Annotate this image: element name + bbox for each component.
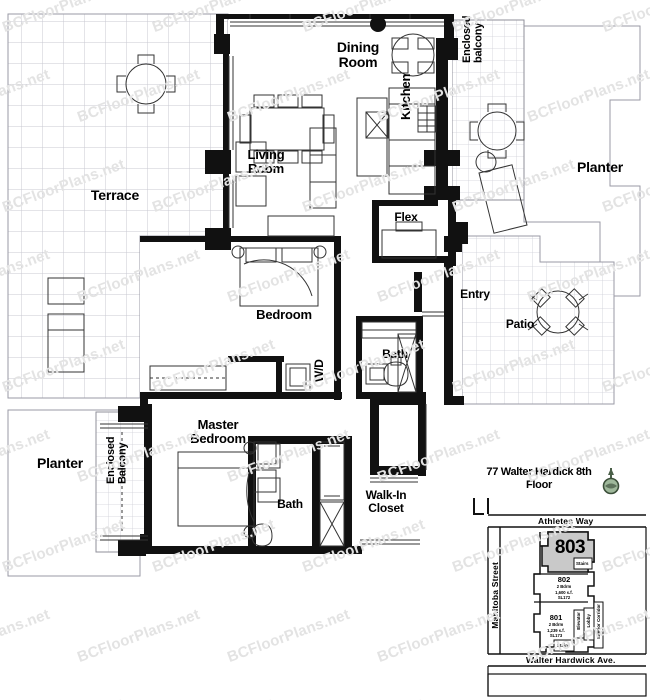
room-label-bath: Bath	[382, 347, 408, 361]
elevator-label: Elevator	[576, 612, 581, 630]
interior-floor	[140, 14, 462, 552]
key-map-vector	[473, 498, 647, 697]
room-label-bedroom: Bedroom	[256, 307, 312, 322]
key-map-title: 77 Walter Hardick 8th Floor	[486, 466, 592, 491]
room-label-kitchen: Kitchen	[398, 74, 413, 120]
stairs-upper-label: Stairs	[576, 561, 589, 566]
enclosed-balcony-left-area	[95, 411, 153, 553]
walls	[118, 14, 468, 556]
unit-strata-801: SL173	[549, 632, 563, 638]
unit-label-802: 802	[557, 575, 571, 584]
room-label-bath-master: Bath	[277, 497, 303, 511]
street-label-bottom: Walter Hardwick Ave.	[526, 655, 616, 665]
unit-area-802: 1,600 s.f.	[555, 589, 573, 595]
unit-strata-802: SL172	[557, 594, 571, 600]
lobby-label: Lobby	[586, 614, 591, 628]
room-label-dining-room: Dining Room	[336, 39, 380, 70]
room-label-walk-in-closet: Walk-In Closet	[365, 488, 407, 515]
room-label-flex: Flex	[394, 210, 418, 224]
room-label-patio: Patio	[505, 317, 535, 331]
room-label-enclosed-balcony: Enclosed balcony	[461, 15, 485, 63]
room-label-master-bedroom: Master Bedroom	[190, 417, 246, 446]
stairs-lower-label: Stairs	[557, 643, 570, 648]
room-label-living-room: Living Room	[247, 147, 285, 176]
room-label-planter-right: Planter	[576, 159, 624, 175]
room-label-enclosed-balcony-left: Enclosed Balcony	[105, 436, 129, 484]
room-label-planter-left: Planter	[36, 455, 84, 471]
unit-label-803: 803	[554, 537, 586, 558]
unit-area-801: 1,239 s.f.	[547, 627, 565, 633]
ceiling-fixture-dot	[370, 16, 386, 32]
unit-beds-802: 2 Bdrm	[556, 584, 572, 590]
corridor-label: Interior Corridor	[596, 604, 601, 639]
street-label-left: Manitoba Street	[490, 562, 500, 629]
unit-beds-801: 2 Bdrm	[548, 622, 564, 628]
planter-right-area	[523, 25, 641, 297]
key-map: 77 Walter Hardick 8th Floor	[470, 462, 650, 700]
unit-label-801: 801	[549, 613, 563, 622]
room-label-w-d: W/D	[312, 359, 326, 382]
street-label-top: Athletes Way	[538, 516, 594, 526]
room-label-entry: Entry	[460, 287, 490, 301]
room-label-terrace: Terrace	[90, 187, 140, 203]
thin-lines	[47, 14, 589, 547]
compass-north-icon	[602, 468, 620, 495]
